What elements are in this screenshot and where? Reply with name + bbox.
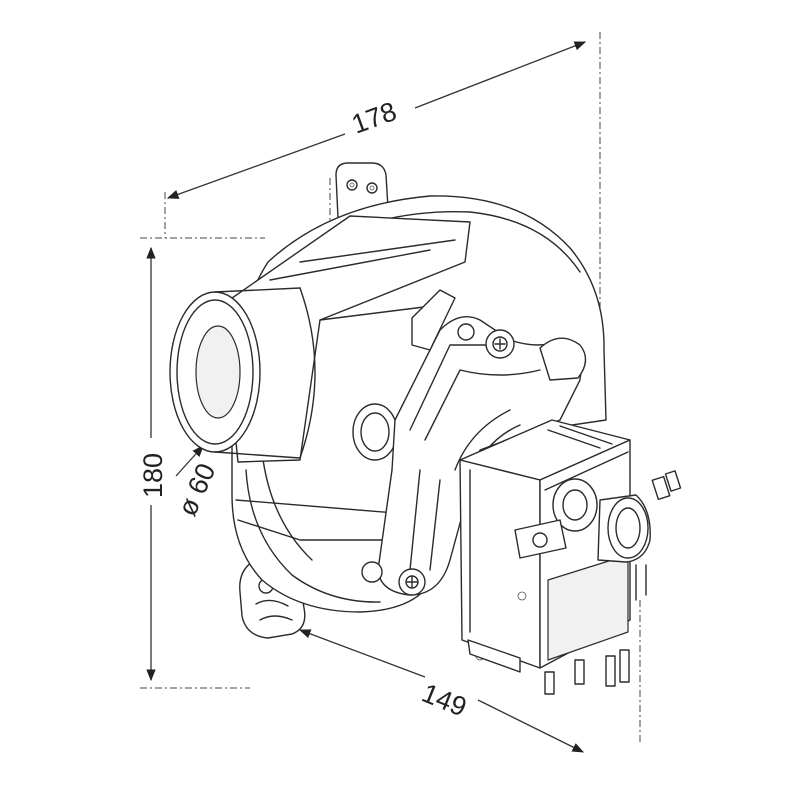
motor [459,419,682,695]
motor-shaft-hub [552,478,598,532]
dimension-height: 180 [138,237,265,689]
outlet-spigot-bore [195,325,241,419]
dimension-depth-label: 149 [418,678,471,723]
dimension-diameter-label: ø 60 [172,459,221,521]
dimension-height-label: 180 [138,453,168,498]
motor-terminals [544,470,682,695]
dimension-diameter: ø 60 [172,445,221,521]
inlet-ring-right [539,337,587,381]
motor-lower-box [547,554,629,661]
dimension-width-label: 178 [348,96,401,140]
blower-illustration [169,162,682,695]
mounting-bolts [361,323,515,596]
top-mounting-bracket [335,162,389,219]
motor-front [459,459,541,669]
